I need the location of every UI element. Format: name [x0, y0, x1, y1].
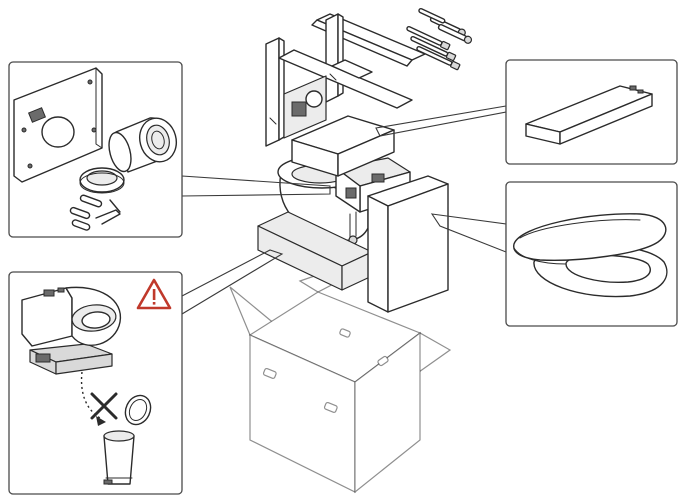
callout-accessories	[8, 61, 183, 238]
mounting-template	[13, 67, 103, 183]
callout-lid	[505, 59, 678, 165]
toilet-on-foam	[21, 286, 122, 375]
seal-ring	[79, 167, 125, 194]
toilet-lid-cover	[525, 85, 653, 145]
waste-bin-icon	[103, 394, 152, 485]
screws-and-key	[69, 194, 121, 231]
connector-sleeve	[108, 117, 177, 173]
warning-triangle-icon	[136, 278, 172, 310]
callout-seat	[505, 181, 678, 327]
foam-base-block	[257, 211, 373, 291]
prohibited-cross-icon	[90, 392, 118, 420]
foam-top-block	[291, 115, 395, 177]
discard-arrow	[96, 416, 106, 426]
fixing-bolts	[406, 7, 473, 71]
discard-path	[80, 371, 101, 419]
shipping-carton	[229, 261, 452, 494]
callout-warning	[8, 271, 183, 495]
toilet-seat	[513, 213, 668, 298]
mounting-frame	[265, 13, 426, 147]
foam-side-panel	[367, 175, 449, 313]
